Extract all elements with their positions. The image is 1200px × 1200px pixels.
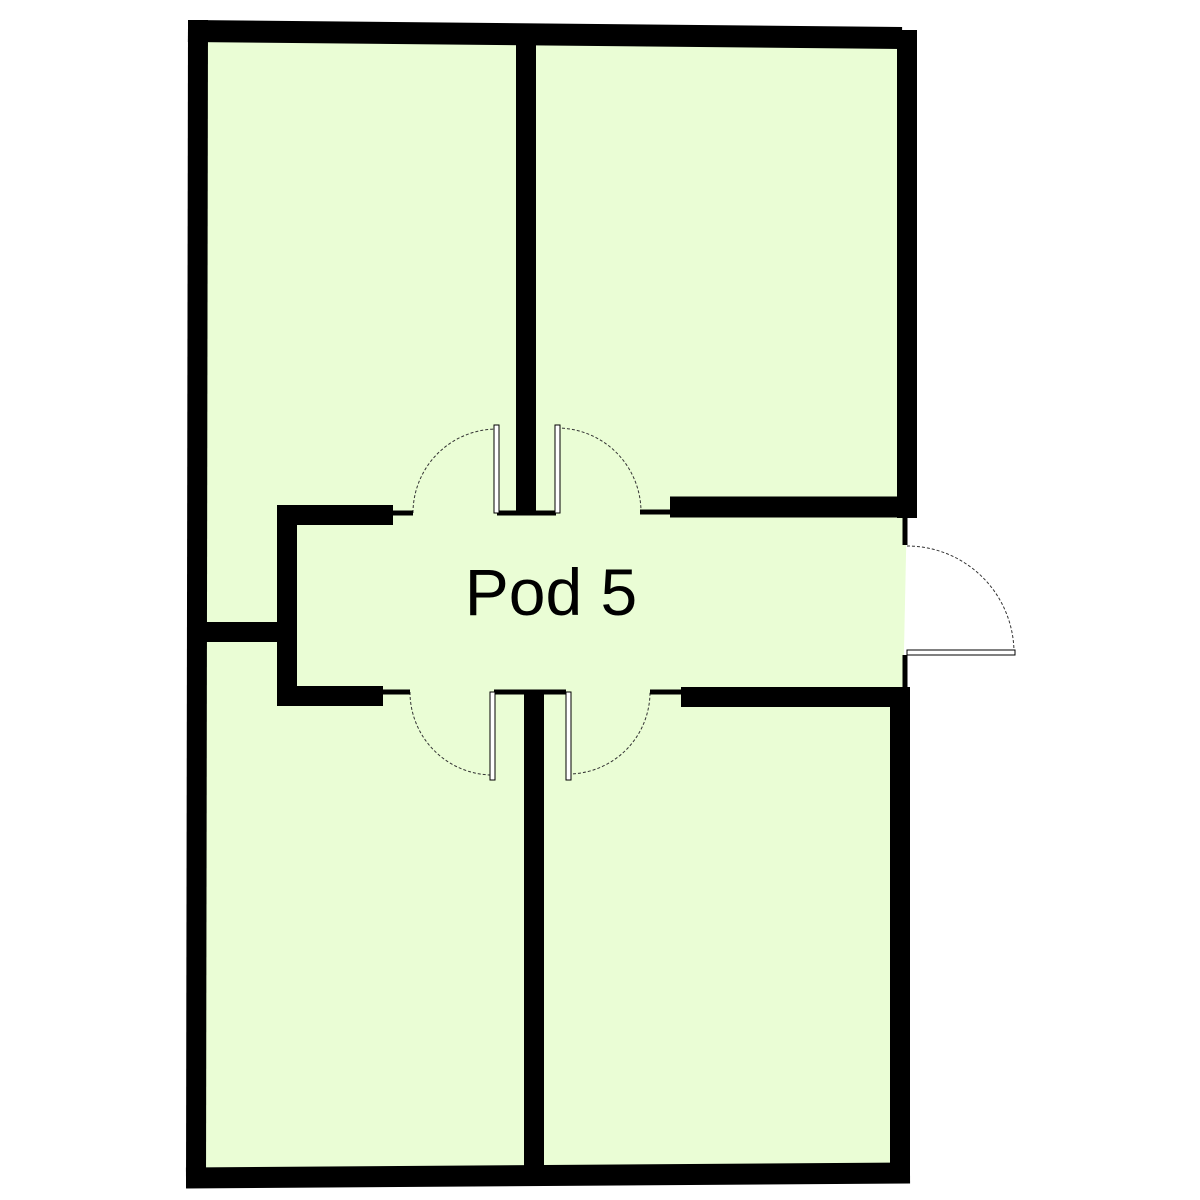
rooms bbox=[196, 32, 907, 1178]
door-swing-top-left bbox=[412, 428, 498, 514]
door-top-right bbox=[554, 424, 561, 514]
door-swing-exterior bbox=[906, 545, 1015, 654]
door-bottom-right bbox=[565, 691, 572, 781]
room-top-right bbox=[526, 36, 907, 513]
room-bottom-left bbox=[196, 632, 534, 1178]
door-exterior bbox=[906, 649, 1016, 656]
wall-outer-bottom bbox=[185, 1162, 911, 1189]
door-top-left bbox=[493, 424, 500, 514]
door-swings bbox=[409, 427, 1015, 776]
room-label: Pod 5 bbox=[465, 555, 637, 629]
corridor bbox=[287, 508, 907, 697]
wall-outer-top bbox=[187, 20, 903, 49]
wall-outer-left bbox=[186, 19, 208, 1189]
walls bbox=[185, 19, 917, 1189]
door-swing-top-right bbox=[556, 427, 642, 513]
door-swing-bottom-left bbox=[409, 691, 494, 776]
door-swing-bottom-right bbox=[567, 691, 651, 775]
room-bottom-right bbox=[534, 697, 900, 1176]
room-top-left bbox=[197, 32, 526, 632]
door-bottom-left bbox=[489, 691, 496, 781]
doors bbox=[489, 424, 1016, 781]
